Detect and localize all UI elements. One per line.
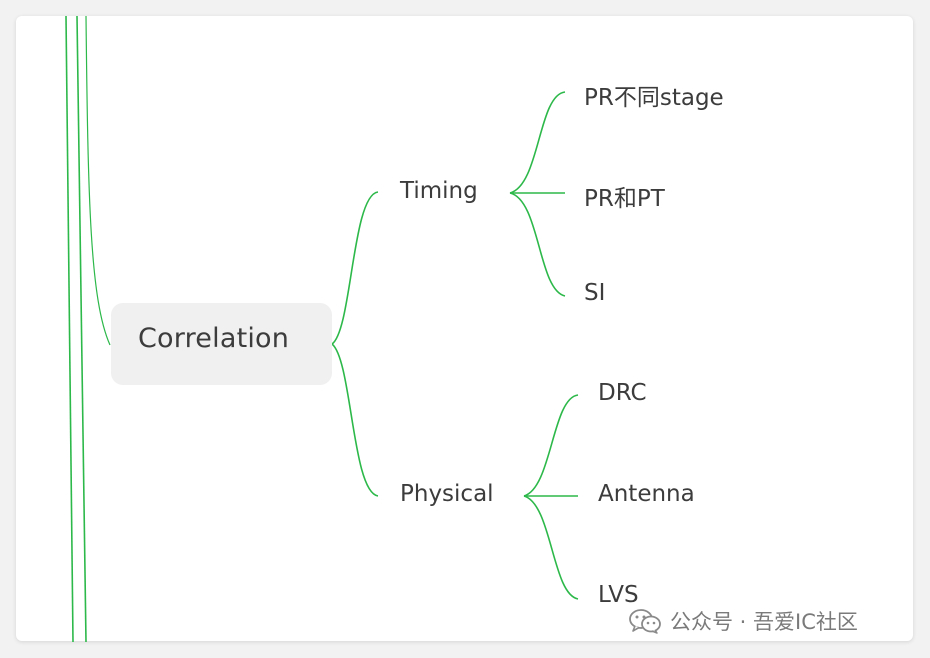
leaf-timing-1: PR和PT <box>584 186 665 212</box>
wechat-icon <box>628 608 662 634</box>
leaf-physical-0: DRC <box>598 380 647 406</box>
leaf-timing-2: SI <box>584 280 606 306</box>
leaf-timing-0: PR不同stage <box>584 85 724 111</box>
leaf-physical-2: LVS <box>598 582 639 608</box>
watermark: 公众号 · 吾爱IC社区 <box>628 606 858 636</box>
root-label: Correlation <box>138 323 290 354</box>
leaf-physical-1: Antenna <box>598 481 695 507</box>
root-node <box>111 303 332 385</box>
branch-timing: Timing <box>400 178 478 204</box>
watermark-text: 公众号 · 吾爱IC社区 <box>670 610 858 634</box>
branch-physical: Physical <box>400 481 494 507</box>
